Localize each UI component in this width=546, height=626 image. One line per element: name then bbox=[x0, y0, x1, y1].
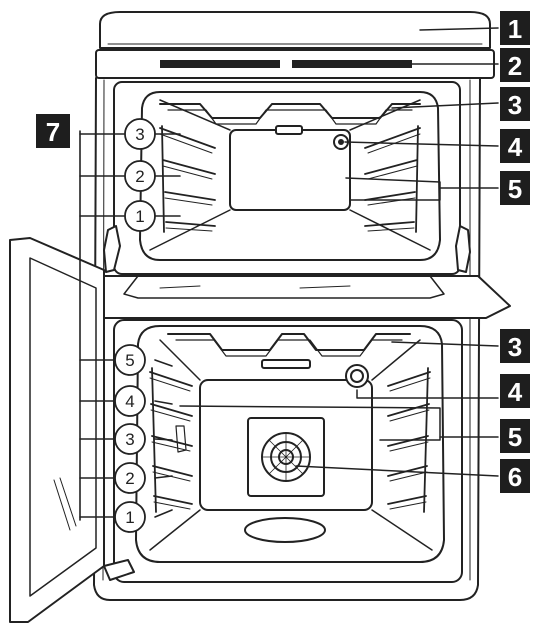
svg-text:3: 3 bbox=[508, 90, 522, 120]
top-oven-frame bbox=[113, 81, 461, 275]
fan-cover bbox=[247, 417, 325, 497]
main-oven-cavity bbox=[135, 325, 445, 563]
top-shelf-supports-left bbox=[159, 125, 216, 233]
main-oven-back-wall bbox=[199, 379, 373, 511]
top-oven-cavity bbox=[139, 91, 441, 261]
top-shelf-position-2: 2 bbox=[124, 160, 156, 192]
body-outline bbox=[93, 77, 481, 601]
svg-text:3: 3 bbox=[135, 125, 144, 144]
main-shelf-position-1: 1 bbox=[114, 501, 146, 533]
main-oven-frame bbox=[113, 319, 463, 583]
top-shelf-position-1: 1 bbox=[124, 200, 156, 232]
callout-6: 6 bbox=[500, 459, 530, 493]
svg-text:1: 1 bbox=[125, 508, 134, 527]
appliance-body bbox=[93, 11, 495, 601]
main-shelf-supports-right bbox=[387, 367, 431, 513]
main-door-hinge bbox=[103, 559, 135, 581]
shelf-position-leaders bbox=[79, 130, 181, 521]
svg-text:5: 5 bbox=[508, 422, 522, 452]
svg-text:6: 6 bbox=[508, 462, 522, 492]
main-shelf-supports-left bbox=[149, 367, 193, 513]
main-oven bbox=[113, 319, 463, 583]
vent-slot-left bbox=[160, 60, 280, 68]
vent-slot-right bbox=[292, 60, 412, 68]
callout-7: 7 bbox=[36, 114, 70, 148]
svg-text:4: 4 bbox=[125, 392, 134, 411]
oven-floor-element bbox=[244, 517, 326, 543]
top-oven bbox=[103, 81, 471, 275]
svg-text:3: 3 bbox=[508, 332, 522, 362]
main-shelf-position-4: 4 bbox=[114, 385, 146, 417]
svg-text:2: 2 bbox=[508, 51, 522, 81]
callout-5-top: 5 bbox=[500, 171, 530, 205]
main-shelf-position-5: 5 bbox=[114, 344, 146, 376]
main-grill-element bbox=[167, 333, 411, 369]
door-seal bbox=[175, 425, 187, 453]
svg-text:3: 3 bbox=[125, 430, 134, 449]
top-door-hinge-right bbox=[455, 225, 471, 273]
callout-3-bottom: 3 bbox=[500, 329, 530, 363]
callout-4-top: 4 bbox=[500, 129, 530, 163]
top-cover bbox=[99, 11, 491, 49]
svg-text:2: 2 bbox=[125, 469, 134, 488]
main-door-glass bbox=[29, 257, 97, 597]
svg-text:1: 1 bbox=[508, 14, 522, 44]
svg-text:4: 4 bbox=[508, 377, 523, 407]
main-oven-light bbox=[345, 364, 369, 388]
svg-text:5: 5 bbox=[508, 174, 522, 204]
top-oven-door bbox=[61, 275, 511, 319]
main-shelf-position-2: 2 bbox=[114, 462, 146, 494]
top-door-glass bbox=[123, 275, 445, 299]
top-door-hinge-left bbox=[103, 225, 121, 273]
callout-1: 1 bbox=[500, 11, 530, 45]
callout-5-bottom: 5 bbox=[500, 419, 530, 453]
callout-4-bottom: 4 bbox=[500, 374, 530, 408]
top-oven-back-wall bbox=[229, 129, 351, 211]
svg-text:5: 5 bbox=[125, 351, 134, 370]
callout-2: 2 bbox=[500, 48, 530, 82]
main-shelf-position-3: 3 bbox=[114, 423, 146, 455]
svg-text:7: 7 bbox=[46, 117, 60, 147]
callout-3-top: 3 bbox=[500, 87, 530, 121]
svg-text:2: 2 bbox=[135, 167, 144, 186]
top-shelf-position-3: 3 bbox=[124, 118, 156, 150]
callout-leaders bbox=[179, 27, 499, 477]
svg-text:1: 1 bbox=[135, 207, 144, 226]
top-grill-element bbox=[159, 103, 421, 135]
svg-text:4: 4 bbox=[508, 132, 523, 162]
